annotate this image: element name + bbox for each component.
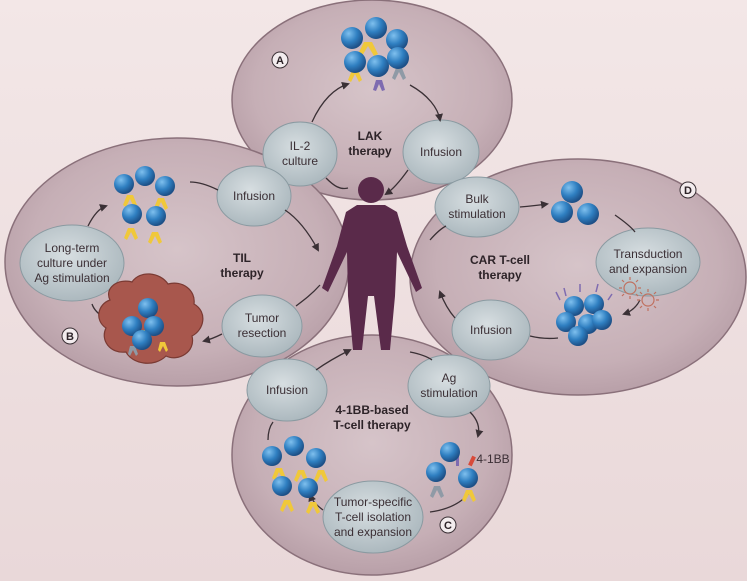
arrow-car-cells-to-infusion [529, 335, 559, 340]
flow-arrows [87, 81, 641, 513]
node-transduction: Transduction and expansion [595, 227, 701, 297]
svg-text:Ag: Ag [442, 371, 457, 385]
arrow-human-to-il2 [325, 177, 349, 190]
svg-text:CAR T-cell: CAR T-cell [470, 253, 530, 267]
svg-text:Infusion: Infusion [233, 189, 275, 203]
node-tumor-resection: Tumor resection [221, 294, 303, 358]
arrow-human-to-bulk [429, 225, 447, 241]
arrow-lak-infusion-to-human [384, 169, 409, 196]
tumor-icon [98, 273, 204, 364]
svg-text:stimulation: stimulation [420, 386, 477, 400]
svg-text:resection: resection [238, 326, 287, 340]
arrow-til-infusion-to-human [284, 209, 319, 252]
arrow-car-infusion-to-human [438, 290, 456, 319]
bb-expanded-cells-icon [262, 436, 328, 514]
label-4-1bb: 4-1BB [476, 452, 509, 466]
car-therapy-title: CAR T-cell therapy [470, 253, 530, 282]
svg-text:therapy: therapy [220, 266, 264, 280]
arrow-resection-to-tumor [202, 333, 223, 344]
svg-text:therapy: therapy [348, 144, 392, 158]
svg-text:Infusion: Infusion [470, 323, 512, 337]
svg-text:Ag stimulation: Ag stimulation [34, 271, 109, 285]
svg-text:Tumor-specific: Tumor-specific [334, 495, 412, 509]
arrow-expanded-to-bb-infusion [267, 421, 274, 441]
lak-cell-cluster-icon [341, 17, 409, 91]
car-t-cells-icon [555, 283, 613, 346]
svg-text:B: B [66, 331, 74, 343]
svg-text:stimulation: stimulation [448, 207, 505, 221]
bb-therapy-title: 4-1BB-based T-cell therapy [333, 403, 411, 432]
badge-d: D [679, 181, 697, 199]
svg-text:C: C [444, 520, 452, 532]
node-tumor-specific-isolation: Tumor-specific T-cell isolation and expa… [322, 480, 424, 554]
car-bulk-cells-icon [551, 181, 599, 225]
svg-text:culture under: culture under [37, 256, 107, 270]
svg-text:Infusion: Infusion [266, 383, 308, 397]
badge-a: A [271, 51, 289, 69]
arrow-bb-infusion-to-human [315, 349, 352, 371]
svg-text:Long-term: Long-term [45, 241, 100, 255]
arrow-cells-to-transduction [614, 214, 636, 233]
arrow-longterm-to-cells [87, 204, 108, 227]
arrow-bulk-to-cells [519, 200, 549, 209]
svg-text:T-cell isolation: T-cell isolation [335, 510, 411, 524]
arrow-human-to-ag [409, 351, 433, 361]
node-bb-infusion: Infusion [246, 358, 328, 422]
arrow-cluster-to-lak-infusion [409, 84, 443, 122]
node-ag-stimulation: Ag stimulation [407, 354, 491, 418]
svg-text:T-cell therapy: T-cell therapy [333, 418, 411, 432]
svg-text:Transduction: Transduction [614, 247, 683, 261]
til-therapy-title: TIL therapy [220, 251, 264, 280]
human-figure-icon [322, 177, 422, 350]
node-til-infusion: Infusion [216, 165, 292, 227]
svg-text:LAK: LAK [358, 129, 383, 143]
arrow-human-to-resection [295, 284, 321, 307]
svg-text:therapy: therapy [478, 268, 522, 282]
til-cell-cluster-icon [114, 166, 175, 244]
svg-text:TIL: TIL [233, 251, 251, 265]
node-bulk-stimulation: Bulk stimulation [434, 176, 520, 238]
badge-b: B [61, 327, 79, 345]
arrow-ag-to-4-1bb-cells [469, 411, 484, 438]
svg-text:and expansion: and expansion [609, 262, 687, 276]
svg-text:Infusion: Infusion [420, 145, 462, 159]
svg-text:and expansion: and expansion [334, 525, 412, 539]
svg-text:IL-2: IL-2 [290, 139, 311, 153]
svg-text:D: D [684, 185, 692, 197]
lak-therapy-title: LAK therapy [348, 129, 392, 158]
arrow-cells-to-til-infusion [189, 181, 219, 191]
svg-text:Bulk: Bulk [465, 192, 489, 206]
virus-icon [619, 277, 659, 311]
svg-text:A: A [276, 55, 284, 67]
bb-stimulated-cells-icon [426, 442, 478, 502]
node-il2-culture: IL-2 culture [262, 121, 338, 187]
arrow-il2-to-cluster [311, 81, 350, 123]
node-longterm-culture: Long-term culture under Ag stimulation [19, 224, 125, 302]
node-lak-infusion: Infusion [402, 119, 480, 185]
arrow-transduction-to-car-cells [622, 299, 641, 316]
svg-text:Tumor: Tumor [245, 311, 279, 325]
node-car-infusion: Infusion [451, 299, 531, 361]
svg-text:culture: culture [282, 154, 318, 168]
badge-c: C [439, 516, 457, 534]
svg-text:4-1BB-based: 4-1BB-based [335, 403, 408, 417]
